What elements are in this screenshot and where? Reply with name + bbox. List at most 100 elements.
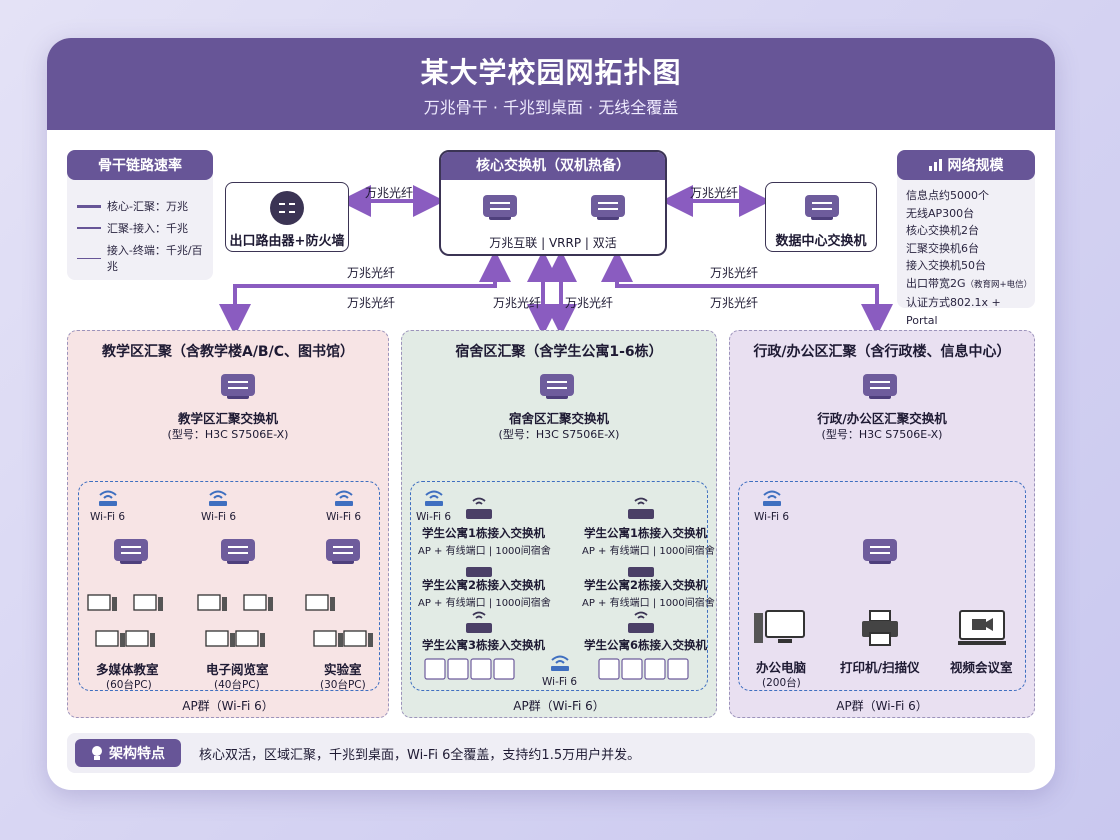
zone-dorm-title: 宿舍区汇聚（含学生公寓1-6栋） xyxy=(455,344,663,360)
legend-line-icon xyxy=(77,257,101,259)
scale-title: 网络规模 xyxy=(947,158,1004,174)
legend-row-1: 核心-汇聚：万兆 xyxy=(77,198,188,214)
dorm-agg-model: (型号：H3C S7506E-X) xyxy=(498,428,620,441)
dorm-agg-name: 宿舍区汇聚交换机 xyxy=(508,411,609,426)
dorm-bed-icon xyxy=(424,657,516,685)
dorm-access-icon xyxy=(626,608,656,633)
page-subtitle: 万兆骨干 · 千兆到桌面 · 无线全覆盖 xyxy=(423,98,679,117)
dorm-access-icon xyxy=(464,608,494,633)
dorm-access-desc: AP + 有线端口 | 1000间宿舍 xyxy=(582,598,715,609)
link-label-admin-top: 万兆光纤 xyxy=(710,266,759,280)
legend-panel: 骨干链路速率 核心-汇聚：万兆 汇聚-接入：千兆 接入-终端：千兆/百兆 xyxy=(67,150,213,280)
room-count: (30台PC) xyxy=(320,679,366,691)
lightbulb-icon xyxy=(91,746,103,760)
room-name: 多媒体教室 xyxy=(96,662,159,677)
core-switch-2-icon xyxy=(591,195,625,220)
link-label-dorm-left: 万兆光纤 xyxy=(493,296,542,310)
admin-access-switch-icon xyxy=(863,539,897,564)
wifi-label: Wi-Fi 6 xyxy=(542,676,578,688)
feature-bar: 架构特点 核心双活，区域汇聚，千兆到桌面，Wi-Fi 6全覆盖，支持约1.5万用… xyxy=(67,733,1035,773)
zone-admin: 行政/办公区汇聚（含行政楼、信息中心） 行政/办公区汇聚交换机 (型号：H3C … xyxy=(729,330,1035,718)
feature-tag-label: 架构特点 xyxy=(109,746,165,762)
teach-agg-name: 教学区汇聚交换机 xyxy=(177,411,278,426)
video-conference-icon xyxy=(956,609,1008,651)
printer-icon xyxy=(860,609,900,651)
router-icon xyxy=(270,191,304,225)
dorm-access-name: 学生公寓1栋接入交换机 xyxy=(584,526,708,540)
wifi-ap-icon xyxy=(206,488,230,512)
dorm-ap-footer: AP群（Wi-Fi 6） xyxy=(513,699,605,713)
feature-note: 核心双活，区域汇聚，千兆到桌面，Wi-Fi 6全覆盖，支持约1.5万用户并发。 xyxy=(199,748,641,763)
legend-row-2: 汇聚-接入：千兆 xyxy=(77,220,188,236)
datacenter-box[interactable]: 数据中心交换机 xyxy=(765,182,877,252)
dorm-access-icon xyxy=(626,494,656,519)
dorm-access-desc: AP + 有线端口 | 1000间宿舍 xyxy=(418,546,551,557)
room-count: (60台PC) xyxy=(106,679,152,691)
pc-cluster-icon xyxy=(86,593,176,667)
admin-ap-footer: AP群（Wi-Fi 6） xyxy=(836,699,928,713)
scale-item: 无线AP300台 xyxy=(906,206,975,220)
wifi-ap-icon xyxy=(548,653,572,677)
dorm-ap-group xyxy=(410,481,708,691)
wifi-label: Wi-Fi 6 xyxy=(416,511,452,523)
scale-item: 汇聚交换机6台 xyxy=(906,241,979,255)
zone-admin-title: 行政/办公区汇聚（含行政楼、信息中心） xyxy=(753,344,1011,360)
wifi-label: Wi-Fi 6 xyxy=(754,511,790,523)
scale-panel: 网络规模 信息点约5000个 无线AP300台 核心交换机2台 汇聚交换机6台 … xyxy=(897,150,1035,327)
link-label-dorm-right: 万兆光纤 xyxy=(565,296,614,310)
dorm-access-desc: AP + 有线端口 | 1000间宿舍 xyxy=(582,546,715,557)
link-label-dc: 万兆光纤 xyxy=(690,186,739,200)
scale-item: 接入交换机50台 xyxy=(906,259,986,272)
teach-agg-model: (型号：H3C S7506E-X) xyxy=(167,428,289,441)
dorm-agg-switch-icon xyxy=(540,374,574,399)
pc-cluster-icon xyxy=(304,593,384,667)
wifi-label: Wi-Fi 6 xyxy=(326,511,362,523)
dorm-access-icon xyxy=(464,494,494,519)
admin-device-count: (200台) xyxy=(762,677,801,689)
legend-line-icon xyxy=(77,227,101,229)
wifi-ap-icon xyxy=(332,488,356,512)
room-name: 电子阅览室 xyxy=(206,662,269,677)
scale-list: 信息点约5000个 无线AP300台 核心交换机2台 汇聚交换机6台 接入交换机… xyxy=(906,187,1035,329)
admin-device-name: 视频会议室 xyxy=(950,660,1013,675)
link-label-router: 万兆光纤 xyxy=(365,186,414,200)
core-switch-box[interactable]: 核心交换机（双机热备） 万兆互联 | VRRP | 双活 xyxy=(439,150,667,256)
admin-device-name: 打印机/扫描仪 xyxy=(840,660,920,675)
datacenter-switch-icon xyxy=(805,195,839,220)
dorm-bed-icon xyxy=(598,657,690,685)
scale-item: 出口带宽2G（教育网+电信） xyxy=(906,276,1033,290)
link-label-admin-bot: 万兆光纤 xyxy=(710,296,759,310)
admin-ap-group xyxy=(738,481,1026,691)
link-label-teach-top: 万兆光纤 xyxy=(347,266,396,280)
dorm-access-name: 学生公寓1栋接入交换机 xyxy=(422,526,546,540)
dorm-access-desc: AP + 有线端口 | 1000间宿舍 xyxy=(418,598,551,609)
scale-item: 认证方式802.1x + Portal xyxy=(906,296,1001,327)
legend-title: 骨干链路速率 xyxy=(67,150,213,180)
bar-chart-icon xyxy=(928,159,942,171)
legend-row-3: 接入-终端：千兆/百兆 xyxy=(77,242,213,274)
core-footer: 万兆互联 | VRRP | 双活 xyxy=(489,236,617,250)
router-box[interactable]: 出口路由器+防火墙 xyxy=(225,182,349,252)
scale-item: 信息点约5000个 xyxy=(906,189,989,202)
topology-card: 某大学校园网拓扑图 万兆骨干 · 千兆到桌面 · 无线全覆盖 xyxy=(47,38,1055,790)
zone-dorm: 宿舍区汇聚（含学生公寓1-6栋） 宿舍区汇聚交换机 (型号：H3C S7506E… xyxy=(401,330,717,718)
router-label: 出口路由器+防火墙 xyxy=(229,234,345,249)
feature-tag: 架构特点 xyxy=(75,739,181,767)
wifi-ap-icon xyxy=(422,488,446,512)
wifi-ap-icon xyxy=(96,488,120,512)
room-name: 实验室 xyxy=(324,662,362,677)
admin-agg-switch-icon xyxy=(863,374,897,399)
teach-access-switch-icon xyxy=(326,539,360,564)
teach-ap-footer: AP群（Wi-Fi 6） xyxy=(182,699,274,713)
zone-teaching-title: 教学区汇聚（含教学楼A/B/C、图书馆） xyxy=(101,344,354,360)
datacenter-label: 数据中心交换机 xyxy=(775,234,867,249)
admin-agg-name: 行政/办公区汇聚交换机 xyxy=(817,411,947,426)
dorm-access-icon xyxy=(464,552,494,577)
dorm-access-name: 学生公寓2栋接入交换机 xyxy=(584,578,708,592)
teach-agg-switch-icon xyxy=(221,374,255,399)
room-count: (40台PC) xyxy=(214,679,260,691)
dorm-access-name: 学生公寓2栋接入交换机 xyxy=(422,578,546,592)
office-pc-icon xyxy=(752,609,808,651)
wifi-ap-icon xyxy=(760,488,784,512)
dorm-access-name: 学生公寓6栋接入交换机 xyxy=(584,638,708,652)
